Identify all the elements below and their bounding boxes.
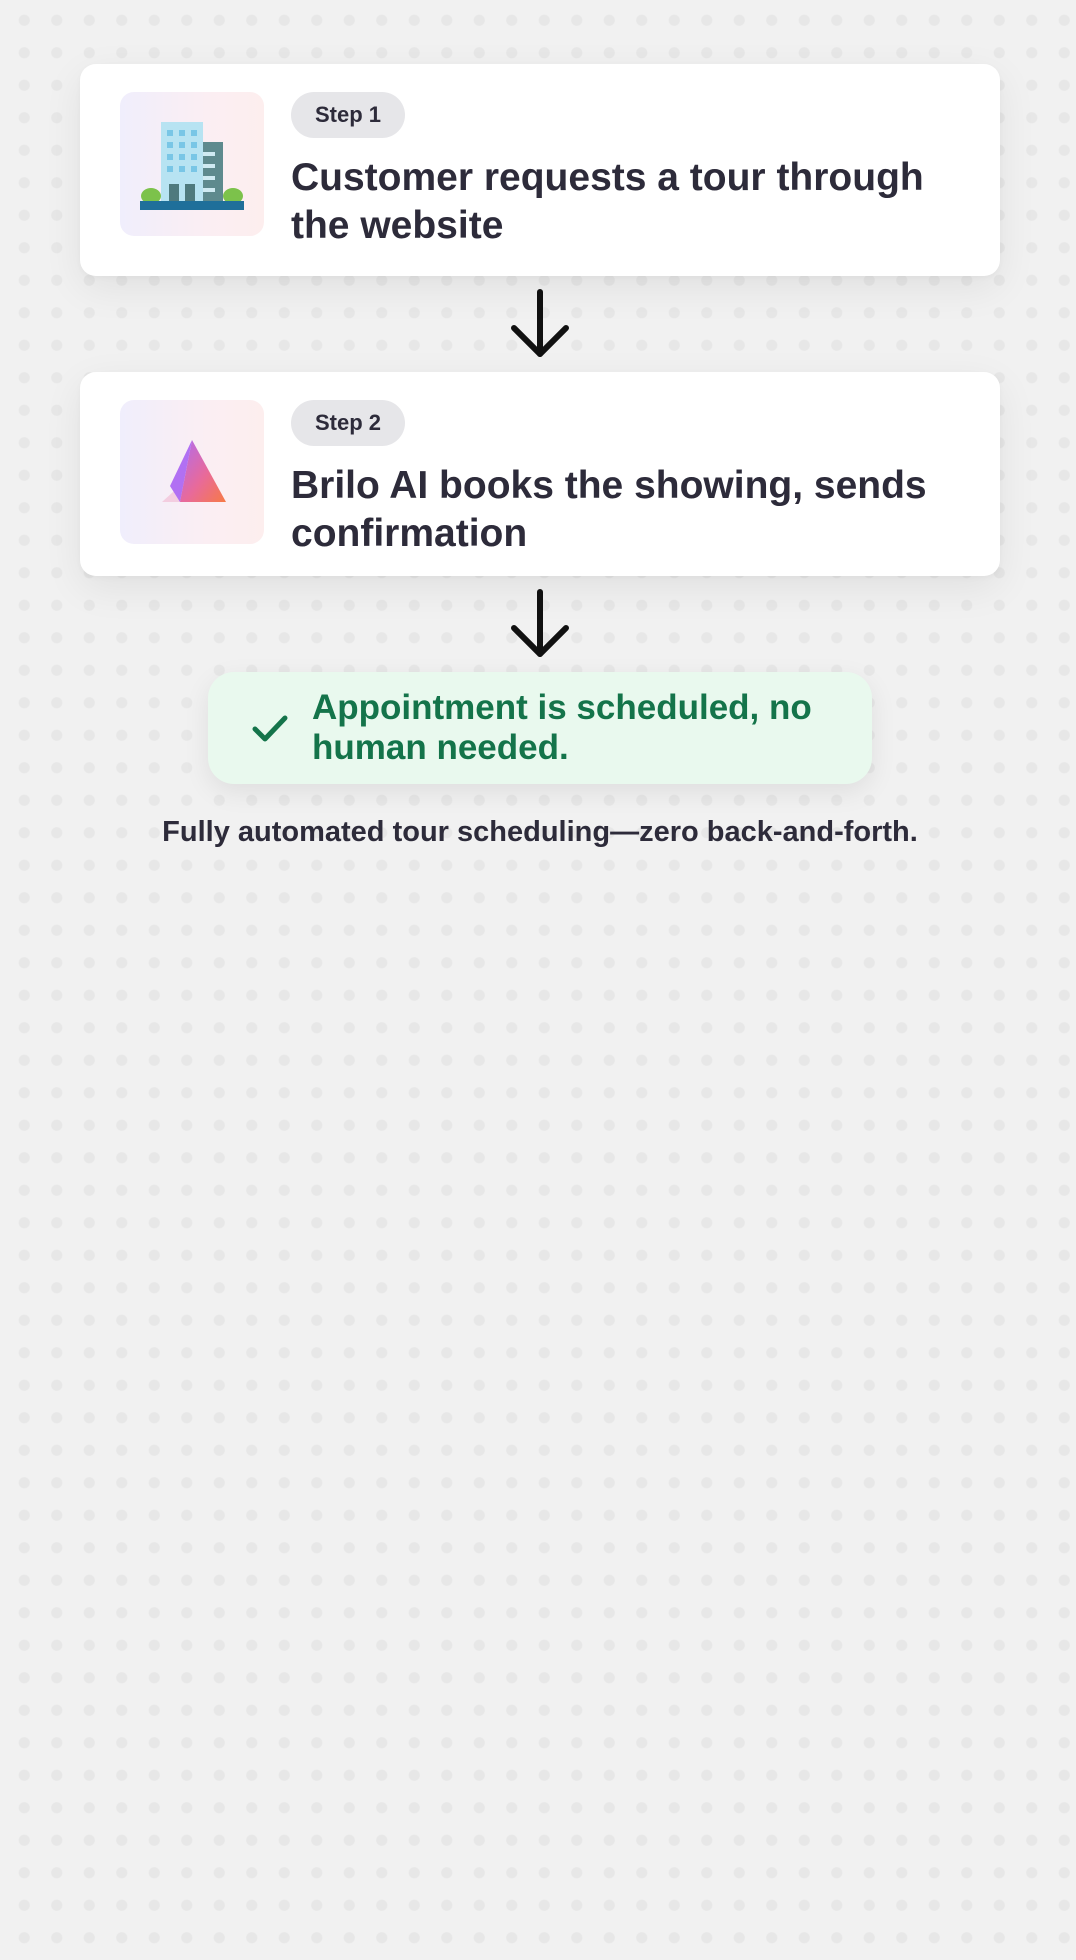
result-text: Appointment is scheduled, no human neede…: [312, 688, 812, 767]
brilo-logo-icon: [120, 400, 264, 544]
step-label: Step 1: [291, 92, 406, 138]
workflow-diagram: Step 1 Customer requests a tour through …: [80, 64, 1000, 852]
step-label: Step 2: [291, 400, 406, 446]
step-title: Customer requests a tour through the web…: [291, 156, 924, 247]
caption-text: Fully automated tour scheduling—zero bac…: [162, 816, 918, 848]
step-card-2: Step 2 Brilo AI books the showing, sends…: [80, 372, 1000, 576]
result-badge: Appointment is scheduled, no human neede…: [208, 672, 872, 784]
step-body-2: Step 2 Brilo AI books the showing, sends…: [291, 400, 960, 558]
office-building-icon: [120, 92, 264, 236]
step-card-1: Step 1 Customer requests a tour through …: [80, 64, 1000, 276]
step-title: Brilo AI books the showing, sends confir…: [291, 464, 927, 555]
down-arrow-icon: [80, 576, 1000, 672]
checkmark-icon: [252, 715, 288, 742]
step-body-1: Step 1 Customer requests a tour through …: [291, 92, 960, 250]
down-arrow-icon: [80, 276, 1000, 372]
